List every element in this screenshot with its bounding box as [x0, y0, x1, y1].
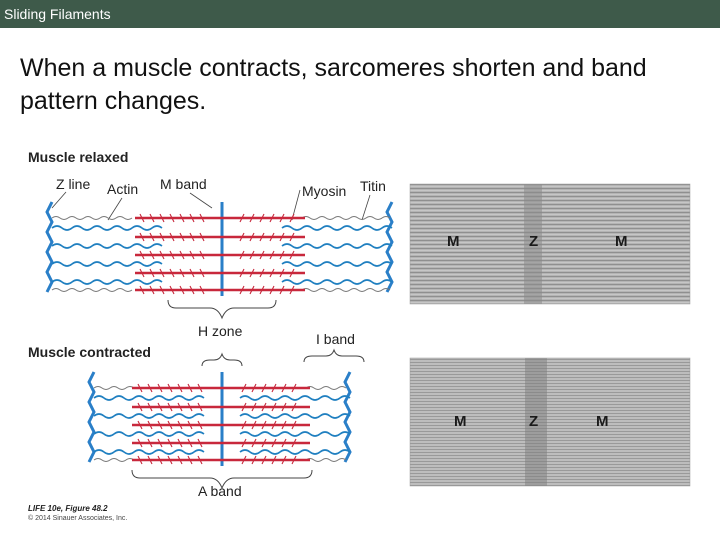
m-band-label: M band: [160, 176, 207, 192]
micro-contracted-z: Z: [529, 413, 538, 430]
z-line-label: Z line: [56, 176, 90, 192]
myosin-label: Myosin: [302, 183, 346, 199]
i-band-label: I band: [316, 331, 355, 347]
titin-label: Titin: [360, 178, 386, 194]
relaxed-title: Muscle relaxed: [28, 149, 128, 165]
micro-relaxed-m-left: M: [447, 233, 460, 250]
micro-contracted-m-left: M: [454, 413, 467, 430]
figure-credit: LIFE 10e, Figure 48.2: [28, 504, 108, 513]
actin-label: Actin: [107, 181, 138, 197]
contracted-title: Muscle contracted: [28, 344, 151, 360]
h-zone-brace-contracted: [202, 354, 242, 366]
copyright-credit: © 2014 Sinauer Associates, Inc.: [28, 514, 127, 522]
micro-relaxed-z: Z: [529, 233, 538, 250]
relaxed-myosin-filaments: [135, 218, 305, 290]
h-zone-label: H zone: [198, 323, 243, 339]
micrograph-contracted: M Z M: [410, 358, 690, 486]
micrograph-relaxed: M Z M: [410, 184, 690, 304]
sarcomere-diagram: Muscle relaxed Z line Actin M band Myosi…: [0, 140, 720, 530]
slide-heading: When a muscle contracts, sarcomeres shor…: [20, 52, 700, 118]
h-zone-brace: [168, 300, 276, 318]
title-bar: Sliding Filaments: [0, 0, 720, 28]
micro-relaxed-m-right: M: [615, 233, 628, 250]
sarcomere-figure: Muscle relaxed Z line Actin M band Myosi…: [0, 140, 720, 530]
slide-title: Sliding Filaments: [4, 6, 111, 22]
a-band-label: A band: [198, 483, 242, 499]
i-band-brace: [304, 350, 364, 362]
micro-contracted-m-right: M: [596, 413, 609, 430]
